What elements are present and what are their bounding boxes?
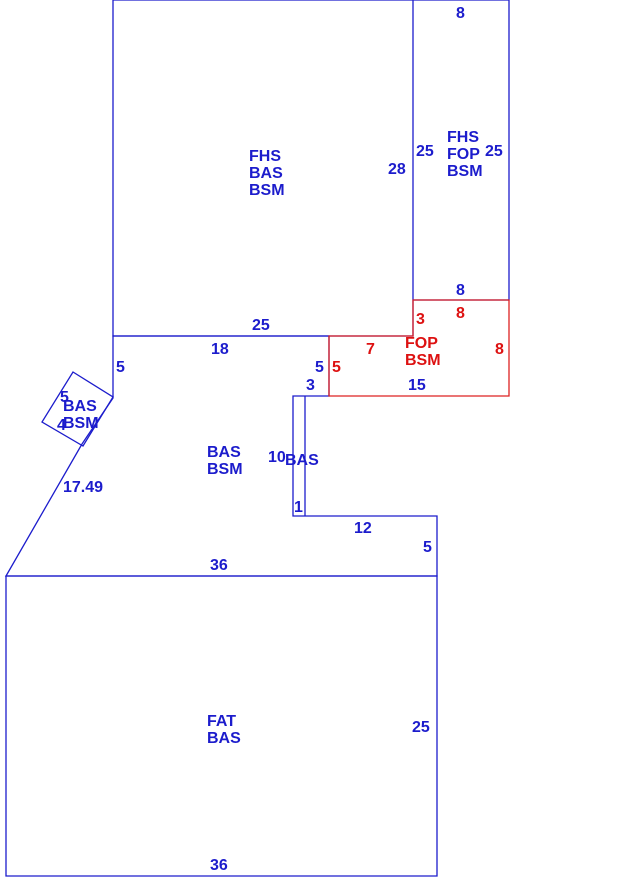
bay-area — [41, 371, 114, 447]
dim-narrow-bottom: 1 — [294, 499, 303, 516]
lower-label: FAT BAS — [207, 713, 241, 747]
dim-porch-right: 8 — [495, 341, 504, 358]
dim-porch-left: 5 — [332, 359, 341, 376]
dim-middle-step-lower: 12 — [354, 520, 372, 537]
dim-middle-step-right: 5 — [315, 359, 324, 376]
dim-middle-right: 5 — [423, 539, 432, 556]
dim-upper-right-left: 25 — [416, 143, 434, 160]
dim-lower-right: 25 — [412, 719, 430, 736]
dim-diagonal: 17.49 — [63, 479, 103, 496]
narrow-label: BAS — [285, 452, 319, 469]
porch-area — [328, 299, 510, 397]
dim-upper-main-right: 28 — [388, 161, 406, 178]
upper-right-label: FHS FOP BSM — [447, 129, 484, 180]
bay-label: BAS BSM — [63, 398, 101, 432]
dim-bay-bottom: 4 — [57, 417, 66, 434]
dim-porch-bottom: 15 — [408, 377, 426, 394]
dim-bay-left: 5 — [60, 389, 69, 406]
dim-narrow-left: 10 — [268, 449, 286, 466]
dim-upper-right-bottom: 8 — [456, 282, 465, 299]
middle-label: BAS BSM — [207, 444, 245, 478]
dim-middle-step-bottom: 3 — [306, 377, 315, 394]
dim-upper-right-right: 25 — [485, 143, 503, 160]
dim-middle-left: 5 — [116, 359, 125, 376]
dim-lower-bottom: 36 — [210, 857, 228, 874]
dim-upper-main-bottom: 25 — [252, 317, 270, 334]
upper-main-label: FHS BAS BSM — [249, 148, 287, 199]
dim-porch-top: 8 — [456, 305, 465, 322]
lower-area — [5, 575, 438, 877]
dim-porch-step: 7 — [366, 341, 375, 358]
dim-upper-right-top: 8 — [456, 5, 465, 22]
dim-middle-top: 18 — [211, 341, 229, 358]
porch-label: FOP BSM — [405, 335, 442, 369]
dim-lower-top: 36 — [210, 557, 228, 574]
dim-porch-left-top: 3 — [416, 311, 425, 328]
